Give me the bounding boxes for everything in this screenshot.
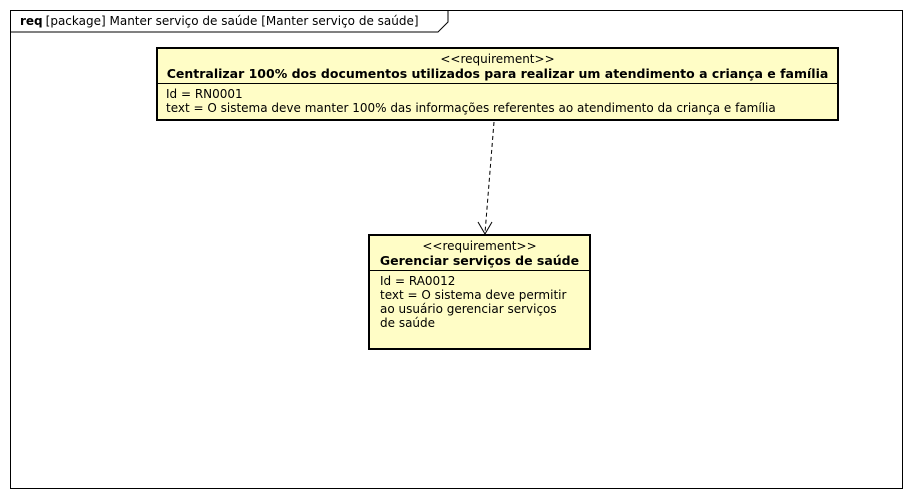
- requirement-text-line: de saúde: [380, 316, 436, 330]
- requirement-text-line: ao usuário gerenciar serviços: [380, 302, 557, 316]
- requirement-id: Id = RN0001: [166, 87, 243, 101]
- frame-keyword: req: [20, 14, 43, 28]
- requirement-text-line: text = O sistema deve permitir: [380, 288, 567, 302]
- derive-dependency-line[interactable]: [484, 121, 495, 234]
- requirement-text-line: text = O sistema deve manter 100% das in…: [166, 101, 776, 115]
- requirement-box-gerenciar-servicos[interactable]: <<requirement>> Gerenciar serviços de sa…: [368, 234, 591, 350]
- dependency-arrowhead-icon: [477, 221, 493, 235]
- requirement-stereotype: <<requirement>>: [440, 52, 555, 66]
- requirement-properties: Id = RN0001 text = O sistema deve manter…: [158, 84, 837, 118]
- requirement-stereotype: <<requirement>>: [422, 239, 537, 253]
- requirement-header: <<requirement>> Centralizar 100% dos doc…: [158, 49, 837, 84]
- requirement-name: Centralizar 100% dos documentos utilizad…: [166, 66, 829, 81]
- diagram-frame: req[package] Manter serviço de saúde [Ma…: [10, 10, 903, 489]
- frame-package-name: [package] Manter serviço de saúde [Mante…: [45, 14, 419, 28]
- frame-tab-outline: [11, 11, 449, 33]
- requirement-id: Id = RA0012: [380, 274, 456, 288]
- frame-title: req[package] Manter serviço de saúde [Ma…: [20, 14, 419, 28]
- requirement-properties: Id = RA0012 text = O sistema deve permit…: [370, 271, 589, 333]
- requirement-box-centralizar-documentos[interactable]: <<requirement>> Centralizar 100% dos doc…: [156, 47, 839, 121]
- requirement-header: <<requirement>> Gerenciar serviços de sa…: [370, 236, 589, 271]
- requirement-name: Gerenciar serviços de saúde: [379, 253, 580, 268]
